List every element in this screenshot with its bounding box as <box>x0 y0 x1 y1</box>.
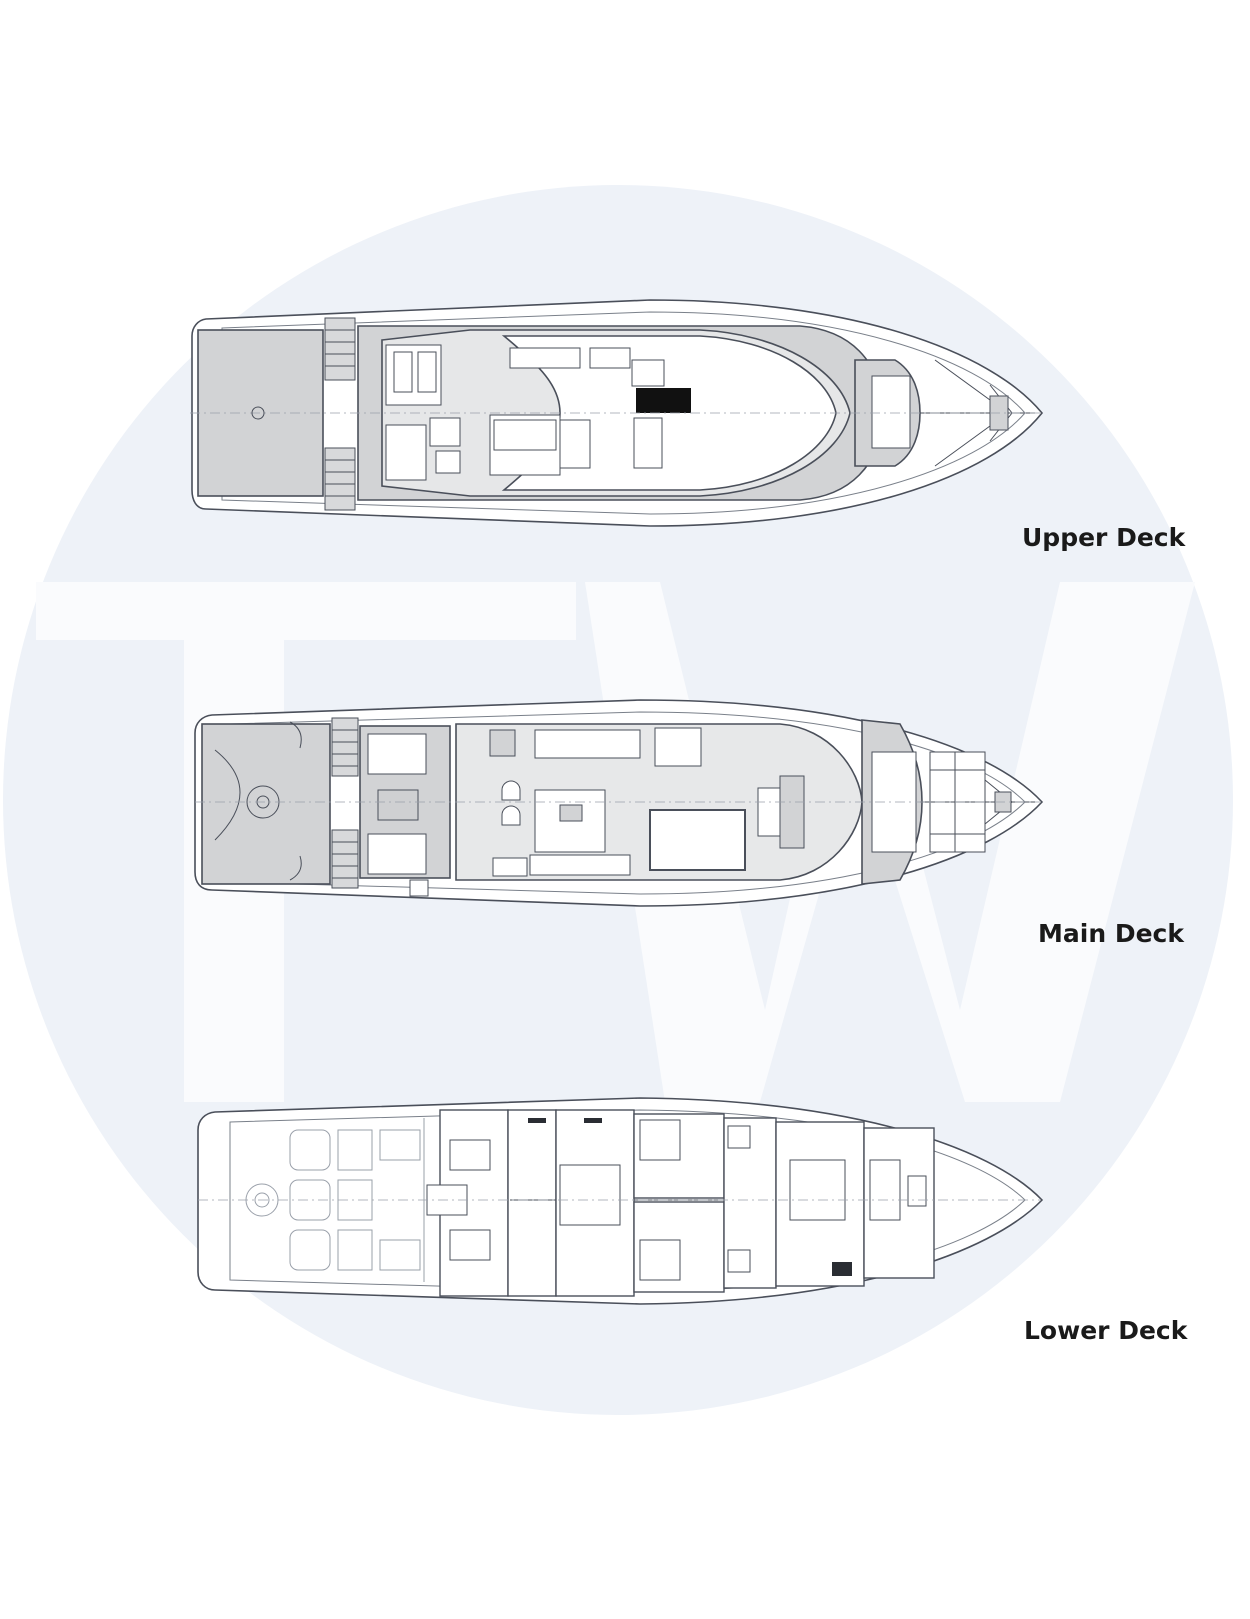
upper-steps-port <box>324 317 356 511</box>
upper-bow-lines <box>920 359 1035 467</box>
main-steps <box>331 717 359 889</box>
main-deck-label: Main Deck <box>1038 919 1184 948</box>
lower-deck-plan <box>197 1097 1044 1305</box>
lower-deck-label: Lower Deck <box>1024 1316 1188 1345</box>
main-deck-plan <box>194 699 1044 907</box>
lower-cabins <box>439 1109 935 1297</box>
main-aft-cockpit <box>201 723 331 885</box>
upper-deck-plan <box>190 299 1044 527</box>
main-saloon-furniture <box>489 727 805 877</box>
upper-deck-label: Upper Deck <box>1022 523 1186 552</box>
upper-furniture <box>385 344 631 481</box>
upper-helm-panel <box>636 388 691 413</box>
